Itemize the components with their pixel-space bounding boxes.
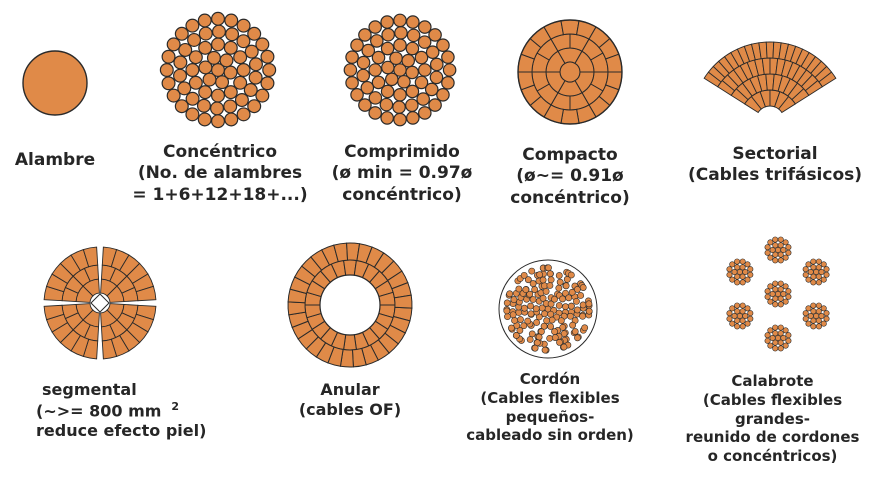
caption-line: o concéntricos) bbox=[707, 447, 838, 465]
concentrico-figure bbox=[159, 11, 277, 129]
caption-line: grandes- bbox=[735, 409, 810, 428]
caption-comprimido: Comprimido (ø min = 0.97ø concéntrico) bbox=[312, 142, 492, 206]
caption-line: (Cables trifásicos) bbox=[687, 165, 863, 186]
caption-alambre: Alambre bbox=[0, 150, 110, 171]
caption-line: pequeños- bbox=[505, 407, 595, 426]
caption-line: (Cables flexibles bbox=[480, 388, 620, 407]
alambre-figure bbox=[22, 50, 88, 116]
anular-figure bbox=[287, 242, 413, 368]
caption-line: concéntrico) bbox=[510, 187, 630, 208]
caption-line: Compacto bbox=[522, 145, 618, 165]
caption-line: Alambre bbox=[14, 150, 96, 170]
caption-line: Cordón bbox=[519, 370, 581, 388]
sectorial-figure bbox=[703, 41, 837, 114]
caption-line: Sectorial bbox=[732, 144, 818, 164]
caption-sectorial: Sectorial (Cables trifásicos) bbox=[680, 144, 870, 187]
cordon-figure bbox=[498, 259, 598, 359]
caption-line: Anular bbox=[320, 380, 380, 399]
caption-line: reduce efecto piel) bbox=[36, 421, 207, 441]
caption-line: Comprimido bbox=[344, 142, 460, 162]
caption-line: (Cables flexibles bbox=[702, 390, 843, 409]
caption-line: (No. de alambres bbox=[137, 163, 303, 184]
segmental-figure bbox=[43, 246, 157, 360]
superscript: 2 bbox=[171, 400, 180, 413]
caption-cordon: Cordón (Cables flexibles pequeños- cable… bbox=[450, 370, 650, 445]
caption-line: = 1+6+12+18+...) bbox=[132, 184, 308, 205]
caption-line: concéntrico) bbox=[342, 184, 462, 205]
caption-line: Concéntrico bbox=[162, 142, 278, 162]
comprimido-figure bbox=[343, 13, 457, 127]
caption-line: reunido de cordones bbox=[685, 428, 860, 447]
caption-line: (~>= 800 mm 2 bbox=[20, 400, 210, 421]
caption-concentrico: Concéntrico (No. de alambres = 1+6+12+18… bbox=[120, 142, 320, 206]
caption-line: (cables OF) bbox=[298, 400, 402, 419]
caption-segmental: segmental (~>= 800 mm 2 reduce efecto pie… bbox=[20, 380, 210, 441]
calabrote-figure bbox=[726, 236, 830, 352]
caption-line: segmental bbox=[42, 380, 137, 399]
caption-line: Calabrote bbox=[731, 372, 814, 390]
caption-anular: Anular (cables OF) bbox=[270, 380, 430, 420]
caption-compacto: Compacto (ø~= 0.91ø concéntrico) bbox=[490, 145, 650, 209]
caption-calabrote: Calabrote (Cables flexibles grandes- reu… bbox=[670, 372, 875, 466]
caption-line: cableado sin orden) bbox=[466, 426, 634, 445]
caption-line: (ø~= 0.91ø bbox=[516, 166, 624, 187]
caption-line-text: (~>= 800 mm bbox=[36, 401, 162, 421]
compacto-figure bbox=[517, 19, 623, 125]
caption-line: (ø min = 0.97ø bbox=[331, 163, 473, 184]
